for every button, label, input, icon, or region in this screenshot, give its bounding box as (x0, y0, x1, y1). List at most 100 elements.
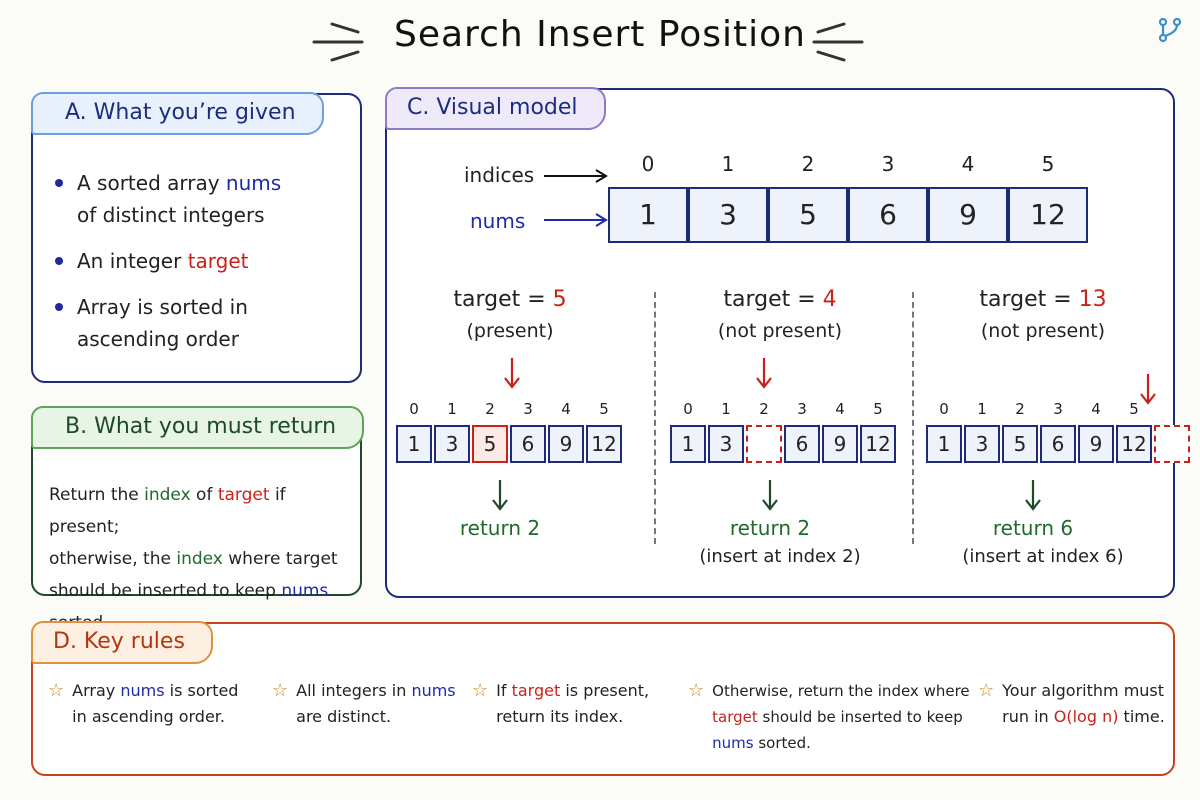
star-icon: ☆ (688, 680, 705, 701)
result-arrow-icon (1025, 480, 1041, 511)
return-value: return 2 (729, 516, 811, 540)
small-index-label: 2 (759, 400, 769, 418)
left-decoration-icon (312, 22, 364, 62)
star-icon: ☆ (472, 680, 489, 701)
result-arrow-icon (492, 480, 508, 511)
nums-label: nums (470, 209, 526, 233)
index-label: 4 (961, 152, 975, 176)
target-value: 13 (1078, 287, 1107, 312)
small-index-label: 5 (599, 400, 609, 418)
rule-item: ☆ If target is present,return its index. (472, 678, 649, 730)
small-index-label: 3 (797, 400, 807, 418)
panel-given: A. What you’re given A sorted array nums… (31, 92, 362, 383)
small-index-label: 0 (939, 400, 949, 418)
list-item: A sorted array nums of distinct integers (55, 167, 281, 231)
target-value: 4 (822, 287, 837, 312)
pointer-arrow-icon (756, 358, 772, 389)
bullet-dot-icon (55, 179, 63, 187)
bullet-dot-icon (55, 257, 63, 265)
scenario-subtitle: (not present) (980, 320, 1106, 342)
array-cell: 1 (926, 425, 962, 463)
index-label: 5 (1041, 152, 1055, 176)
array-cell: 6 (848, 187, 928, 243)
index-label: 3 (881, 152, 895, 176)
small-index-label: 5 (873, 400, 883, 418)
star-icon: ☆ (978, 680, 995, 701)
star-icon: ☆ (48, 680, 65, 701)
small-index-label: 2 (485, 400, 495, 418)
array-cell: 12 (860, 425, 896, 463)
index-label: 1 (721, 152, 735, 176)
highlighted-cell: 5 (472, 425, 508, 463)
scenario-divider (654, 292, 656, 544)
scenario-subtitle: (not present) (717, 320, 843, 342)
pointer-arrow-icon (504, 358, 520, 389)
array-cell: 12 (586, 425, 622, 463)
scenario-title: target = 4 (723, 287, 837, 312)
scenario-title: target = 5 (453, 287, 567, 312)
given-text: of distinct integers (77, 203, 265, 227)
array-cell: 12 (1116, 425, 1152, 463)
array-cell: 3 (708, 425, 744, 463)
scenario-title: target = 13 (979, 287, 1107, 312)
return-value: return 6 (992, 516, 1074, 540)
target-keyword: target (187, 249, 249, 273)
tab-given: A. What you’re given (31, 92, 324, 135)
array-cell: 9 (822, 425, 858, 463)
git-branch-icon[interactable] (1156, 16, 1184, 44)
return-description: Return the index of target if present; o… (49, 485, 338, 633)
page-title: Search Insert Position (394, 14, 806, 55)
array-cell: 1 (670, 425, 706, 463)
target-value: 5 (552, 287, 567, 312)
small-index-label: 3 (1053, 400, 1063, 418)
list-item: An integer target (55, 245, 281, 277)
index-label: 2 (801, 152, 815, 176)
small-index-label: 0 (409, 400, 419, 418)
given-text: A sorted array (77, 171, 226, 195)
return-value: return 2 (459, 516, 541, 540)
small-index-label: 2 (1015, 400, 1025, 418)
array-cell: 6 (510, 425, 546, 463)
small-index-label: 1 (447, 400, 457, 418)
return-note: (insert at index 6) (962, 546, 1124, 567)
small-index-label: 4 (835, 400, 845, 418)
array-cell: 9 (928, 187, 1008, 243)
tab-visual-model: C. Visual model (385, 87, 606, 130)
array-cell: 1 (608, 187, 688, 243)
given-text: Array is sorted in (77, 295, 248, 319)
tab-key-rules: D. Key rules (31, 621, 213, 664)
small-index-label: 1 (721, 400, 731, 418)
panel-return: B. What you must return Return the index… (31, 406, 365, 633)
array-cell: 9 (548, 425, 584, 463)
given-text: An integer (77, 249, 188, 273)
array-cell: 1 (396, 425, 432, 463)
small-index-label: 4 (1091, 400, 1101, 418)
insert-slot (746, 425, 782, 463)
nums-keyword: nums (225, 171, 282, 195)
array-cell: 3 (434, 425, 470, 463)
array-cell: 6 (1040, 425, 1076, 463)
panel-key-rules: D. Key rules (31, 621, 1175, 776)
array-cell: 9 (1078, 425, 1114, 463)
small-index-label: 4 (561, 400, 571, 418)
right-decoration-icon (812, 22, 864, 62)
array-cell: 5 (1002, 425, 1038, 463)
given-text: ascending order (77, 327, 239, 351)
label-arrows (544, 169, 608, 227)
array-cell: 3 (964, 425, 1000, 463)
small-index-label: 1 (977, 400, 987, 418)
index-label: 0 (641, 152, 655, 176)
pointer-arrow-icon (1140, 374, 1156, 405)
given-list: A sorted array nums of distinct integers… (55, 167, 281, 369)
indices-arrow-icon (544, 169, 608, 183)
nums-arrow-icon (544, 213, 608, 227)
list-item: Array is sorted in ascending order (55, 291, 281, 355)
scenario-subtitle: (present) (466, 320, 554, 342)
array-cell: 3 (688, 187, 768, 243)
small-index-label: 0 (683, 400, 693, 418)
array-cell: 5 (768, 187, 848, 243)
scenario-divider (912, 292, 914, 544)
